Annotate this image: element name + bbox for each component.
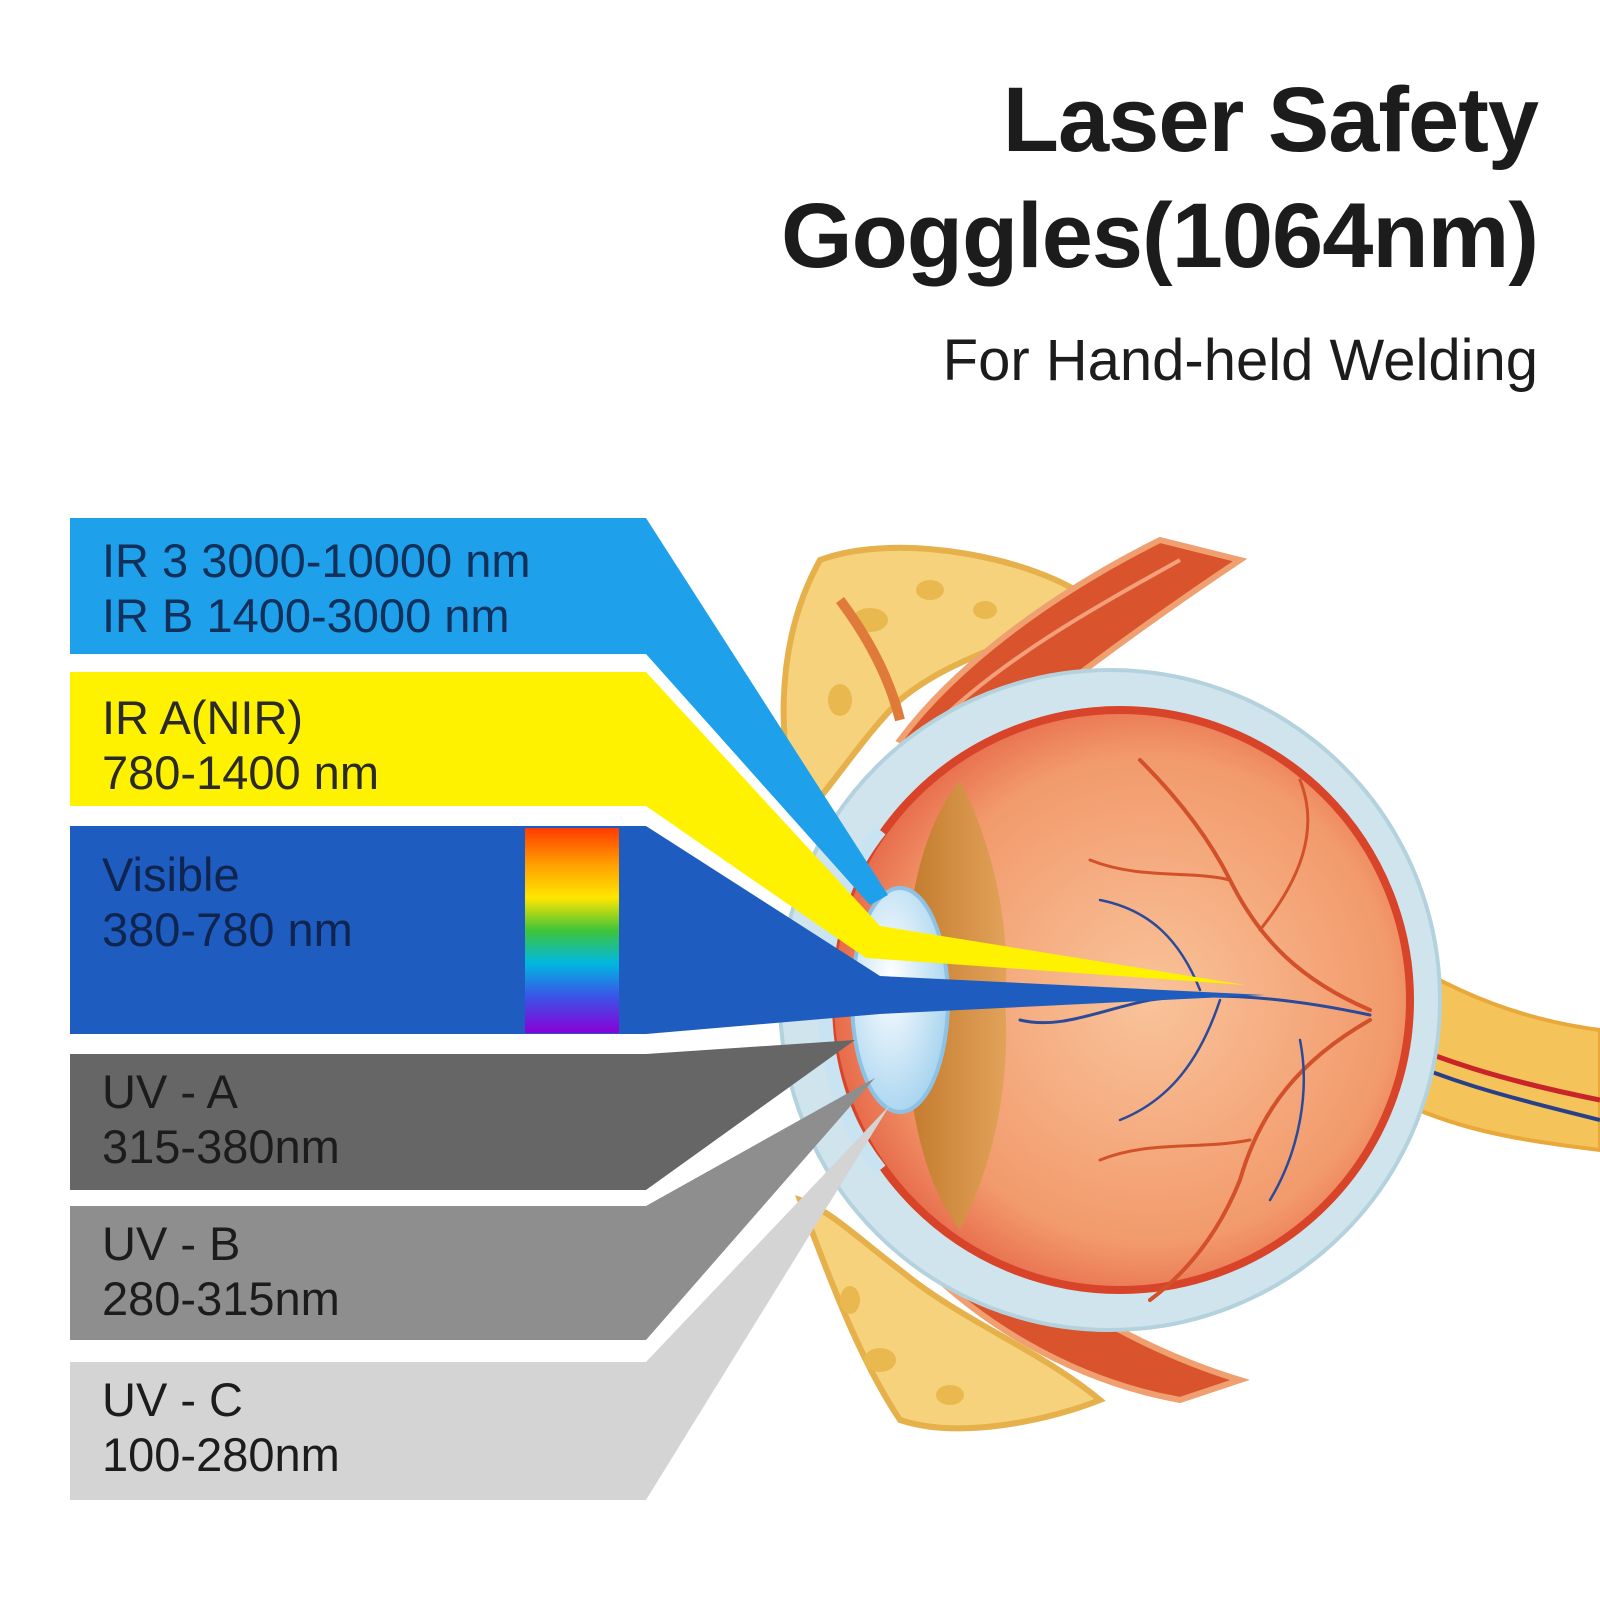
lower-bone [794, 1195, 1106, 1432]
band-visible-line-1: Visible [102, 848, 240, 901]
band-ira-label: IR A(NIR) 780-1400 nm [102, 690, 379, 800]
band-uva-line-2: 315-380nm [102, 1120, 340, 1173]
visible-spectrum-strip [525, 828, 619, 1033]
band-uvc-label: UV - C 100-280nm [102, 1372, 340, 1482]
page-title: Laser Safety Goggles(1064nm) [781, 62, 1539, 294]
band-ir-label: IR 3 3000-10000 nm IR B 1400-3000 nm [102, 533, 531, 643]
band-visible-line-2: 380-780 nm [102, 903, 353, 956]
band-uvc-shape [70, 1105, 890, 1500]
band-uvc-line-2: 100-280nm [102, 1428, 340, 1481]
band-uvb-line-2: 280-315nm [102, 1272, 340, 1325]
band-ir-line-2: IR B 1400-3000 nm [102, 589, 510, 642]
band-ira-shape [70, 672, 1245, 985]
band-uvc-line-1: UV - C [102, 1373, 243, 1426]
page-subtitle: For Hand-held Welding [942, 328, 1538, 393]
title-line-2: Goggles(1064nm) [781, 185, 1539, 287]
band-ira-line-1: IR A(NIR) [102, 691, 304, 744]
band-uvb-line-1: UV - B [102, 1217, 241, 1270]
radiation-bands [70, 518, 1265, 1500]
band-uva-line-1: UV - A [102, 1065, 238, 1118]
band-uvb-shape [70, 1078, 875, 1340]
title-line-1: Laser Safety [1002, 69, 1539, 171]
band-visible-label: Visible 380-780 nm [102, 847, 353, 957]
band-visible-shape [70, 826, 1265, 1034]
band-ir-line-1: IR 3 3000-10000 nm [102, 534, 531, 587]
upper-bone [780, 544, 1095, 826]
band-ira-line-2: 780-1400 nm [102, 746, 379, 799]
band-ir-shape [70, 518, 888, 905]
band-uva-label: UV - A 315-380nm [102, 1064, 340, 1174]
band-uvb-label: UV - B 280-315nm [102, 1216, 340, 1326]
band-uva-shape [70, 1040, 855, 1190]
